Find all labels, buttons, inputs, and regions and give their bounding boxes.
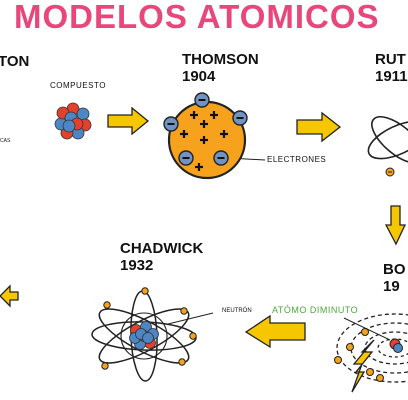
chadwick-electrons	[101, 287, 197, 370]
arrow-chadwick-to-left	[0, 284, 19, 308]
lightning-icon	[351, 339, 375, 393]
arrow-compuesto-to-thomson	[107, 106, 150, 136]
compuesto-label: COMPUESTO	[50, 81, 106, 90]
chadwick-name: CHADWICK	[120, 240, 204, 257]
thomson-name: THOMSON	[182, 51, 259, 68]
rutherford-name: RUT	[375, 51, 406, 68]
arrow-bohr-to-chadwick	[244, 314, 306, 349]
electron	[101, 362, 109, 370]
bohr-atom-icon	[334, 313, 408, 383]
page-title: MODELOS ATOMICOS	[14, 0, 380, 35]
rutherford-atom-icon	[367, 116, 408, 177]
plum-pudding-atom-icon	[163, 92, 248, 180]
neutron-leader-line	[167, 312, 214, 325]
nucleon	[62, 119, 76, 133]
nucleus-cluster-icon	[54, 102, 92, 140]
dalton-note: CAS	[0, 138, 11, 144]
thomson-year: 1904	[182, 68, 216, 85]
small-atom-label: ATÓMO DIMINUTO	[272, 305, 359, 315]
electrons-label: ELECTRONES	[267, 155, 327, 164]
thomson-electrons	[163, 92, 248, 166]
electron	[180, 307, 188, 315]
chadwick-year: 1932	[120, 257, 154, 274]
electron	[103, 301, 111, 309]
electron	[178, 358, 186, 366]
chadwick-nucleus	[129, 321, 159, 350]
arrow-thomson-to-rutherford	[296, 111, 342, 143]
electron	[189, 332, 197, 340]
arrow-rutherford-to-bohr	[384, 205, 407, 246]
neutron-label: NEUTRÓN	[222, 308, 252, 314]
rutherford-year: 1911	[375, 68, 408, 85]
nucleon	[142, 332, 154, 344]
dalton-name: TON	[0, 53, 30, 70]
bohr-year: 19	[383, 278, 400, 295]
electron-orbit-icon	[91, 287, 197, 382]
bohr-name: BO	[383, 261, 406, 278]
electron	[141, 287, 149, 295]
